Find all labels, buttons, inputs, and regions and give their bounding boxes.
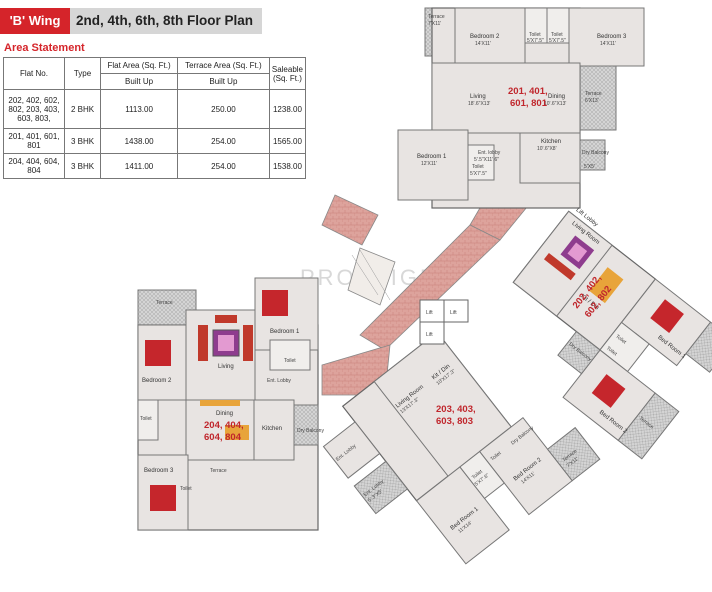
left-bedroom2-label: Bedroom 2 <box>142 378 172 384</box>
top-ent-lobby-size: 5'.5"X11'.6" <box>474 157 499 163</box>
floor-plan-title: 2nd, 4th, 6th, 8th Floor Plan <box>76 13 254 28</box>
left-terrace-label: Terrace <box>156 300 173 306</box>
top-bedroom1-size: 12'X11' <box>421 161 437 167</box>
top-living-label: Living <box>470 94 486 100</box>
top-dry-balcony-label: Dry Balcony <box>582 150 609 156</box>
left-terrace2-label: Terrace <box>210 468 227 474</box>
table-row: 201, 401, 601, 801 3 BHK 1438.00 254.00 … <box>3 128 307 154</box>
cell-flat-area: 1411.00 <box>100 153 178 179</box>
cell-flat-no: 204, 404, 604, 804 <box>3 153 65 179</box>
left-toilet-label: Toilet <box>284 358 296 364</box>
cell-flat-no: 201, 401, 601, 801 <box>3 128 65 154</box>
left-ent-lobby-label: Ent. Lobby <box>267 378 291 384</box>
left-dry-balcony-label: Dry Balcony <box>297 428 324 434</box>
top-bedroom3-size: 14'X11' <box>600 41 616 47</box>
top-bedroom2-label: Bedroom 2 <box>470 34 500 40</box>
table-subheader-row: Built Up Built Up <box>4 73 306 90</box>
cell-saleable: 1565.00 <box>268 128 307 154</box>
cell-saleable: 1238.00 <box>268 89 307 129</box>
top-toilet1-label: Toilet <box>529 32 541 38</box>
top-toilet2-label: Toilet <box>551 32 563 38</box>
area-statement-title: Area Statement <box>4 42 85 54</box>
top-flat-plan: Terrace 7'X11' Bedroom 2 14'X11' Toilet … <box>397 7 645 209</box>
left-living-label: Living <box>218 364 234 370</box>
lift-shafts: Lift Lift Lift <box>419 299 469 345</box>
plan-header: 'B' Wing 2nd, 4th, 6th, 8th Floor Plan <box>0 8 262 34</box>
col-flat-no: Flat No. <box>3 57 65 90</box>
top-living-size: 18'.6"X13' <box>468 101 490 107</box>
lift-label: Lift <box>450 310 457 316</box>
table-row: 202, 402, 602, 802, 203, 403, 603, 803, … <box>3 89 307 129</box>
top-flat-number-line2: 601, 801 <box>510 98 548 109</box>
center-flat-plan: Living Room 13'X17'.3" Kit / Din 10'X17'… <box>322 331 601 565</box>
col-saleable: Saleable (Sq. Ft.) <box>268 57 307 90</box>
cell-terrace-area: 254.00 <box>176 153 270 179</box>
top-dry-balcony-size: 5'X5' <box>584 164 595 170</box>
top-bedroom1-label: Bedroom 1 <box>417 154 447 160</box>
top-dining-size: 10'.6"X13' <box>544 101 566 107</box>
cell-type: 3 BHK <box>63 128 102 154</box>
top-ent-lobby-label: Ent. lobby <box>478 150 501 156</box>
top-kitchen-label: Kitchen <box>541 139 561 145</box>
table-row: 204, 404, 604, 804 3 BHK 1411.00 254.00 … <box>3 153 307 179</box>
top-flat-number-line1: 201, 401, <box>508 86 548 97</box>
left-toilet3-label: Toilet <box>180 486 192 492</box>
left-dining-label: Dining <box>216 411 233 417</box>
top-toilet3-label: Toilet <box>472 164 484 170</box>
right-flat-plan: Lift Lobby Living Room Kit / Din Bed Roo… <box>512 207 712 460</box>
top-toilet1-size: 5'X7'.5" <box>527 38 544 44</box>
cell-terrace-area: 250.00 <box>176 89 270 129</box>
top-terrace-left-size: 7'X11' <box>428 21 441 27</box>
lift-label: Lift <box>426 332 433 338</box>
top-dining-label: Dining <box>548 94 565 100</box>
top-bedroom2-size: 14'X11' <box>475 41 491 47</box>
cell-saleable: 1538.00 <box>268 153 307 179</box>
cell-type: 3 BHK <box>63 153 102 179</box>
left-flat-number-line1: 204, 404, <box>204 420 244 431</box>
top-kitchen-size: 10'.6"X8' <box>537 146 557 152</box>
left-bedroom1-label: Bedroom 1 <box>270 329 300 335</box>
top-terrace-right-size: 6'X13' <box>585 98 599 104</box>
center-flat-number-line1: 203, 403, <box>436 404 476 415</box>
cell-flat-no: 202, 402, 602, 802, 203, 403, 603, 803, <box>3 89 65 129</box>
lift-label: Lift <box>426 310 433 316</box>
center-flat-number-line2: 603, 803 <box>436 416 473 427</box>
wing-tag: 'B' Wing <box>0 8 70 34</box>
top-bedroom3-label: Bedroom 3 <box>597 34 627 40</box>
top-terrace-left-label: Terrace <box>428 14 445 20</box>
area-statement-table: Flat No. Type Flat Area (Sq. Ft.) Terrac… <box>3 57 307 179</box>
left-bedroom3-label: Bedroom 3 <box>144 468 174 474</box>
top-toilet2-size: 5'X7'.5" <box>549 38 566 44</box>
left-flat-plan: Terrace Bedroom 1 Bedroom 2 Living Toile… <box>137 277 324 531</box>
left-toilet2-label: Toilet <box>140 416 152 422</box>
top-toilet3-size: 5'X7'.5" <box>470 171 487 177</box>
left-kitchen-label: Kitchen <box>262 426 282 432</box>
left-flat-number-line2: 604, 804 <box>204 432 242 443</box>
top-terrace-right-label: Terrace <box>585 91 602 97</box>
